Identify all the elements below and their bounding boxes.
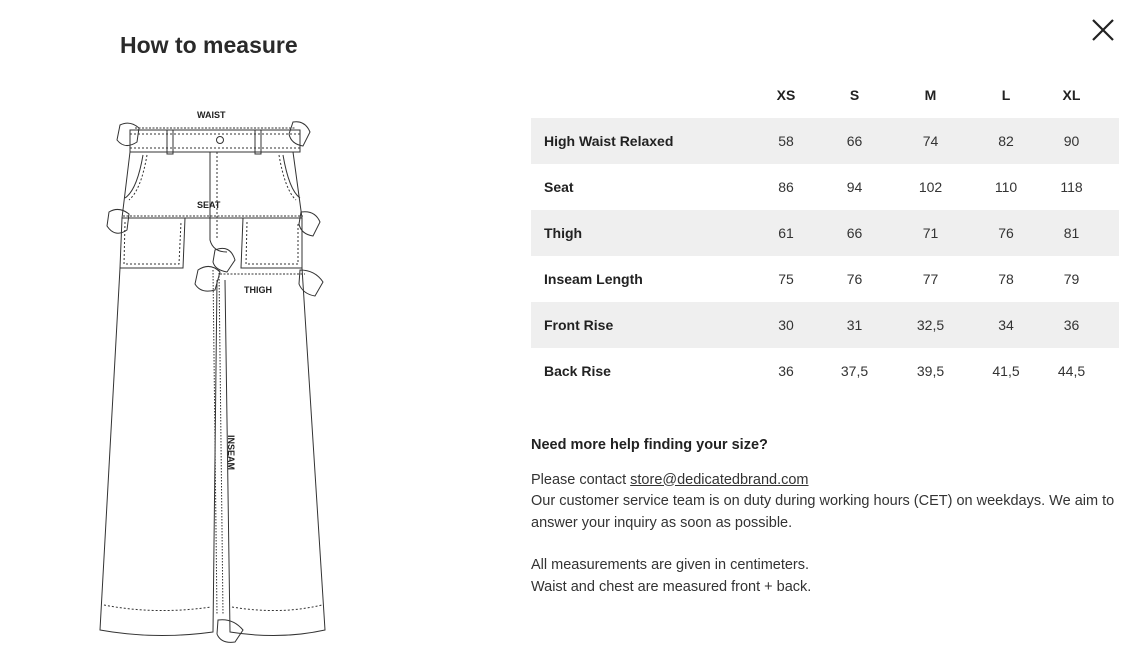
waist-label: WAIST	[197, 110, 226, 120]
measurement-note: All measurements are given in centimeter…	[531, 557, 810, 573]
row-label: Back Rise	[544, 363, 611, 379]
table-cell: 31	[836, 302, 873, 348]
table-cell: 58	[736, 118, 836, 164]
table-cell: 81	[1024, 210, 1119, 256]
size-table: XS S M L XL High Waist Relaxed 58 66 74 …	[531, 72, 1119, 394]
measurement-note: Waist and chest are measured front + bac…	[531, 578, 812, 595]
close-icon	[1092, 19, 1114, 41]
table-cell: 78	[998, 271, 1014, 287]
header-size: M	[924, 87, 937, 103]
table-cell: 90	[1024, 118, 1119, 164]
table-cell: 66	[836, 210, 873, 256]
pants-illustration-icon: WAIST SEAT THIGH INSEAM	[99, 110, 326, 643]
row-label: Front Rise	[531, 302, 736, 348]
table-cell: 118	[1060, 179, 1083, 195]
table-cell: 39,5	[916, 363, 945, 379]
header-size: L	[1001, 87, 1011, 103]
table-cell: 110	[994, 179, 1018, 195]
table-cell: 82	[988, 118, 1024, 164]
help-heading: Need more help finding your size?	[531, 437, 768, 453]
pants-measure-illustration: WAIST SEAT THIGH INSEAM	[95, 100, 335, 650]
table-cell: 76	[846, 271, 863, 287]
table-cell: 79	[1063, 271, 1080, 287]
help-section: Need more help finding your size? Please…	[531, 435, 1121, 598]
table-cell: 61	[736, 210, 836, 256]
table-cell: 102	[918, 179, 943, 195]
thigh-label: THIGH	[244, 285, 272, 295]
header-size: XS	[776, 87, 796, 103]
table-cell: 32,5	[873, 302, 988, 348]
table-cell: 66	[836, 118, 873, 164]
table-cell: 30	[736, 302, 836, 348]
table-cell: 44,5	[1057, 363, 1086, 379]
seat-label: SEAT	[197, 200, 221, 210]
table-cell: 74	[873, 118, 988, 164]
service-text: Our customer service team is on duty dur…	[531, 493, 1115, 531]
contact-line: Please contact store@dedicatedbrand.com	[531, 470, 1121, 492]
row-label: Seat	[544, 179, 574, 195]
size-table-header: XS S M L XL	[531, 72, 1119, 118]
table-row: Thigh 61 66 71 76 81	[531, 210, 1119, 256]
header-size: XL	[1062, 87, 1081, 103]
table-cell: 75	[778, 271, 794, 287]
table-row: Front Rise 30 31 32,5 34 36	[531, 302, 1119, 348]
table-cell: 86	[778, 179, 794, 195]
contact-email-link[interactable]: store@dedicatedbrand.com	[630, 471, 809, 488]
table-row: Seat 86 94 102 110 118	[531, 164, 1119, 210]
header-empty	[531, 72, 736, 118]
table-cell: 34	[988, 302, 1024, 348]
modal-title: How to measure	[120, 32, 298, 58]
table-cell: 71	[873, 210, 988, 256]
table-cell: 41,5	[992, 363, 1020, 379]
table-cell: 76	[988, 210, 1024, 256]
table-cell: 36	[1024, 302, 1119, 348]
table-cell: 36	[778, 363, 794, 379]
table-cell: 77	[922, 271, 939, 287]
close-button[interactable]	[1089, 16, 1117, 44]
table-row: Back Rise 36 37,5 39,5 41,5 44,5	[531, 348, 1119, 394]
row-label: Thigh	[531, 210, 736, 256]
header-size: S	[849, 87, 860, 103]
table-row: High Waist Relaxed 58 66 74 82 90	[531, 118, 1119, 164]
row-label: High Waist Relaxed	[531, 118, 736, 164]
table-cell: 37,5	[840, 363, 869, 379]
table-cell: 94	[846, 179, 863, 195]
row-label: Inseam Length	[544, 271, 643, 287]
table-row: Inseam Length 75 76 77 78 79	[531, 256, 1119, 302]
contact-prefix: Please contact	[531, 471, 631, 488]
inseam-label: INSEAM	[226, 435, 236, 470]
